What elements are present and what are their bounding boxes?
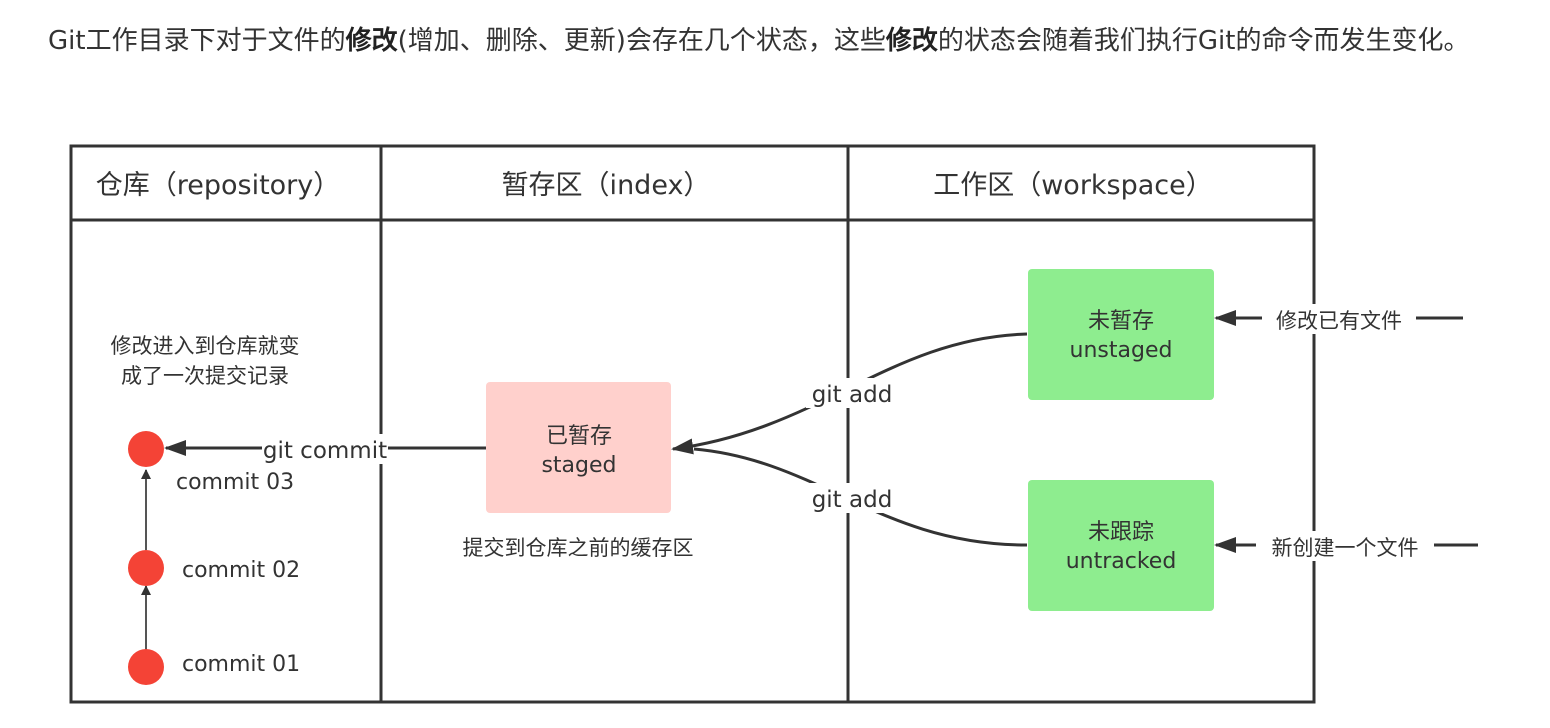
commit-label-01: commit 01: [182, 652, 300, 677]
untracked-label-en: untracked: [1066, 549, 1177, 574]
unstaged-label-en: unstaged: [1070, 338, 1173, 363]
new-file-label-bg: [1256, 531, 1434, 561]
git-commit-label: git commit: [263, 438, 387, 464]
git-add-label-top: git add: [812, 382, 893, 408]
commit-node-03: [128, 431, 164, 467]
intro-text-2: (增加、删除、更新)会存在几个状态，这些: [397, 26, 886, 56]
git-commit-label-bg: [262, 434, 388, 464]
unstaged-label-cn: 未暂存: [1088, 309, 1154, 334]
modify-file-label: 修改已有文件: [1276, 309, 1402, 333]
staged-box: [486, 382, 671, 513]
intro-bold-2: 修改: [885, 26, 938, 56]
modify-file-label-bg: [1262, 304, 1416, 334]
commit-node-02: [128, 550, 164, 586]
column-header-repository: 仓库（repository）: [96, 170, 341, 201]
diagram-frame: [69, 144, 1316, 704]
git-add-label-bottom: git add: [812, 487, 893, 513]
intro-bold-1: 修改: [345, 26, 398, 56]
staged-label-cn: 已暂存: [546, 424, 612, 449]
git-add-label-bottom-bg: [806, 483, 898, 513]
untracked-box: [1028, 480, 1214, 611]
intro-text-3: 的状态会随着我们执行Git的命令而发生变化。: [937, 26, 1470, 56]
commit-label-02: commit 02: [182, 558, 300, 583]
intro-text-1: Git工作目录下对于文件的: [48, 26, 346, 56]
index-caption: 提交到仓库之前的缓存区: [463, 536, 694, 560]
new-file-label: 新创建一个文件: [1272, 536, 1419, 560]
column-header-index: 暂存区（index）: [502, 170, 711, 201]
commit-label-03: commit 03: [176, 470, 294, 495]
git-add-label-top-bg: [806, 378, 898, 408]
untracked-label-cn: 未跟踪: [1088, 520, 1154, 545]
intro-paragraph: Git工作目录下对于文件的修改(增加、删除、更新)会存在几个状态，这些修改的状态…: [48, 18, 1508, 64]
commit-node-01: [128, 649, 164, 685]
repository-note-line2: 成了一次提交记录: [121, 364, 289, 388]
repository-note-line1: 修改进入到仓库就变: [111, 334, 300, 358]
column-header-workspace: 工作区（workspace）: [933, 170, 1213, 201]
unstaged-box: [1028, 269, 1214, 400]
staged-label-en: staged: [541, 453, 616, 478]
